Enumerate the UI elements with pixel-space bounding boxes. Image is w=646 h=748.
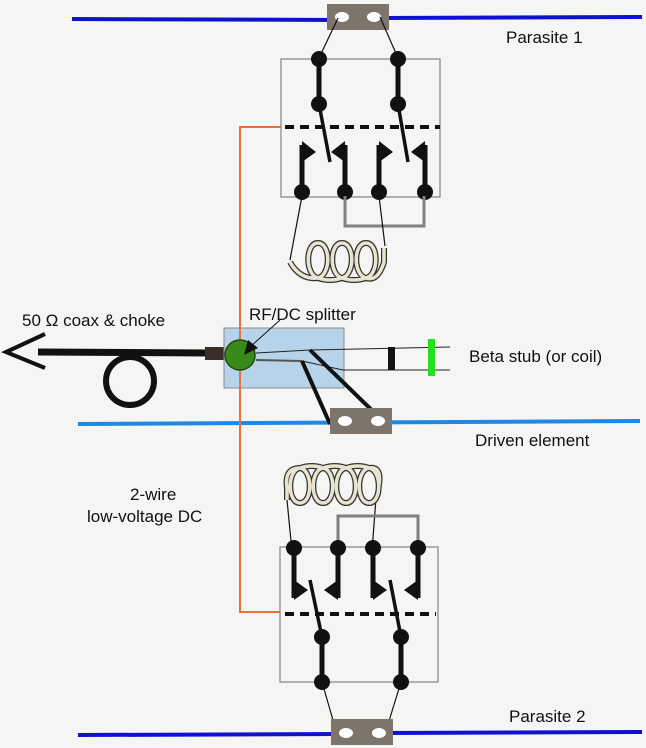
label-parasite-2: Parasite 2 — [509, 707, 586, 726]
parasite-1-left-element — [71, 17, 344, 22]
beta-stub-end — [428, 339, 435, 376]
insulator-parasite-2 — [331, 719, 393, 745]
rf-dc-splitter — [223, 319, 345, 389]
parasite-2-right-element — [382, 730, 643, 735]
label-splitter: RF/DC splitter — [249, 305, 356, 324]
loading-coil-1 — [287, 239, 387, 283]
insulator-driven — [330, 408, 392, 434]
label-coax-choke: 50 Ω coax & choke — [22, 311, 165, 330]
parasite-2-left-element — [77, 732, 341, 737]
jumper-relay-1 — [343, 196, 426, 228]
label-driven-element: Driven element — [475, 431, 590, 450]
label-dc-line1: 2-wire — [130, 485, 176, 504]
label-dc-line2: low-voltage DC — [87, 507, 202, 526]
parasite-1-right-element — [378, 15, 643, 20]
choke-loop — [103, 354, 157, 408]
beta-stub-short — [388, 347, 395, 370]
coax-cable — [0, 332, 227, 408]
label-parasite-1: Parasite 1 — [506, 28, 583, 47]
relay-parasite-1 — [280, 51, 441, 200]
label-beta-stub: Beta stub (or coil) — [469, 347, 602, 366]
insulator-parasite-1 — [327, 4, 389, 30]
arrow-head-icon — [0, 332, 46, 370]
jumper-relay-2 — [336, 514, 420, 545]
relay-parasite-2 — [279, 540, 439, 690]
coax-connector — [205, 347, 227, 360]
loading-coil-2 — [283, 463, 383, 507]
